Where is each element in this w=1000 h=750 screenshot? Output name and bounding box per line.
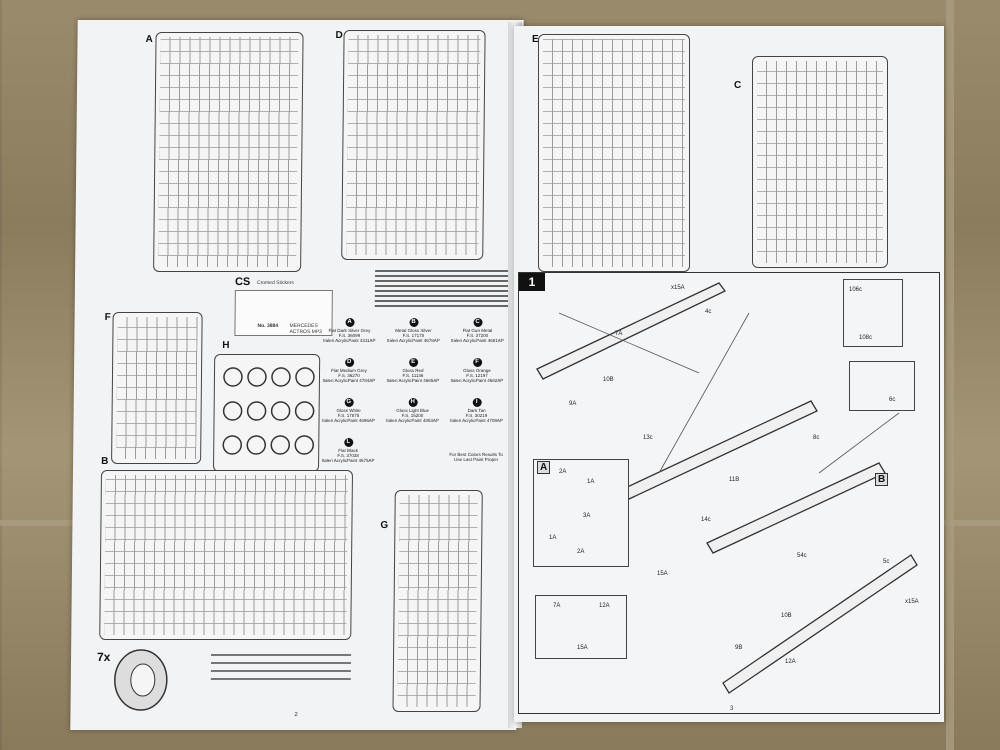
sprue-c <box>752 56 888 268</box>
inset-detail-top <box>843 279 903 347</box>
sprue-label-d: D <box>335 30 343 41</box>
sprue-label-e: E <box>532 34 539 45</box>
callout-3a: 3A <box>583 513 591 519</box>
callout-54c: 54c <box>797 553 807 559</box>
callout-108c: 108c <box>859 335 873 341</box>
sprue-label-a: A <box>145 34 153 45</box>
callout-x15a: x15A <box>671 285 685 291</box>
callout-7a: 7A <box>615 331 623 337</box>
callout-11b: 11B <box>729 477 740 483</box>
callout-8c: 8c <box>813 435 820 441</box>
chassis-frame-drawing <box>536 282 918 694</box>
stickers-code: CS <box>234 276 251 288</box>
multilingual-text-block <box>374 267 516 310</box>
assembly-step-1: 1 A B x15A 4c 7A 10B 9A 106c 108c 6c 13c… <box>518 272 940 714</box>
callout-10b: 10B <box>603 377 614 383</box>
sprue-f <box>111 312 203 464</box>
callout-4c: 4c <box>705 309 712 315</box>
callout-5c: 5c <box>883 559 890 565</box>
sprue-h <box>212 354 321 472</box>
callout-12a: 12A <box>785 659 796 665</box>
inset-detail-a <box>533 459 629 567</box>
sprue-label-b: B <box>101 456 109 467</box>
callout-10b-bottom: 10B <box>781 613 792 619</box>
callout-15a: 15A <box>657 571 668 577</box>
page-number-right: 3 <box>730 706 734 712</box>
callout-12a-inset: 12A <box>599 603 610 609</box>
paint-note: For Best Colors Results To Use Last Pain… <box>449 452 503 462</box>
callout-2a: 2A <box>559 469 567 475</box>
stickers-title: Cromed Stickers <box>256 280 294 286</box>
tyre-drawing <box>114 649 168 711</box>
callout-6c: 6c <box>889 397 896 403</box>
callout-2a-lower: 2A <box>577 549 585 555</box>
sprue-a <box>153 32 304 272</box>
sprue-label-c: C <box>734 80 742 91</box>
sprue-label-f: F <box>104 312 111 323</box>
legend-block <box>191 648 372 696</box>
callout-14c: 14c <box>701 517 711 523</box>
sprue-b <box>99 470 354 640</box>
box-tape-seam-vertical <box>946 0 954 750</box>
callout-1a-lower: 1A <box>549 535 557 541</box>
callout-13c: 13c <box>643 435 653 441</box>
marker-a: A <box>537 461 551 474</box>
callout-106c: 106c <box>849 287 863 293</box>
callout-x15a-bottom: x15A <box>905 599 919 605</box>
step-number: 1 <box>519 273 545 291</box>
page-number-left: 2 <box>294 712 298 718</box>
sprue-e <box>538 34 690 272</box>
wheel-parts-drawing <box>222 367 315 455</box>
instruction-page-left: A D CS Cromed Stickers No. 3884 MERCEDES… <box>70 20 524 730</box>
inset-detail-right <box>849 361 915 411</box>
inset-detail-bottom <box>535 595 627 659</box>
sprue-label-h: H <box>222 340 230 351</box>
sprue-g <box>392 490 483 712</box>
marker-b: B <box>875 473 889 486</box>
stickers-kit-number: No. 3884 <box>257 323 279 329</box>
callout-1a: 1A <box>587 479 595 485</box>
callout-15a-inset: 15A <box>577 645 588 651</box>
callout-9b: 9B <box>735 645 743 651</box>
sprue-d <box>341 30 486 260</box>
sprue-label-g: G <box>380 520 389 531</box>
callout-9a: 9A <box>569 401 577 407</box>
callout-7a-inset: 7A <box>553 603 561 609</box>
